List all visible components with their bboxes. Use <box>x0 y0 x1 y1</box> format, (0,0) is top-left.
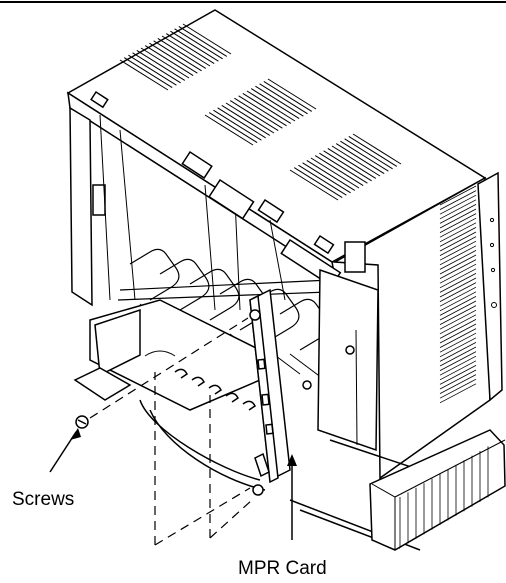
screw-illustration <box>75 415 89 429</box>
screws-arrow <box>49 428 81 473</box>
cabinet-illustration <box>66 9 506 551</box>
mpr-card-label: MPR Card <box>238 558 327 579</box>
mpr-card-illustration <box>249 288 291 496</box>
mpr-card-arrow <box>287 454 297 540</box>
assembly-dashed-lines <box>89 317 253 546</box>
screws-label: Screws <box>12 489 74 510</box>
